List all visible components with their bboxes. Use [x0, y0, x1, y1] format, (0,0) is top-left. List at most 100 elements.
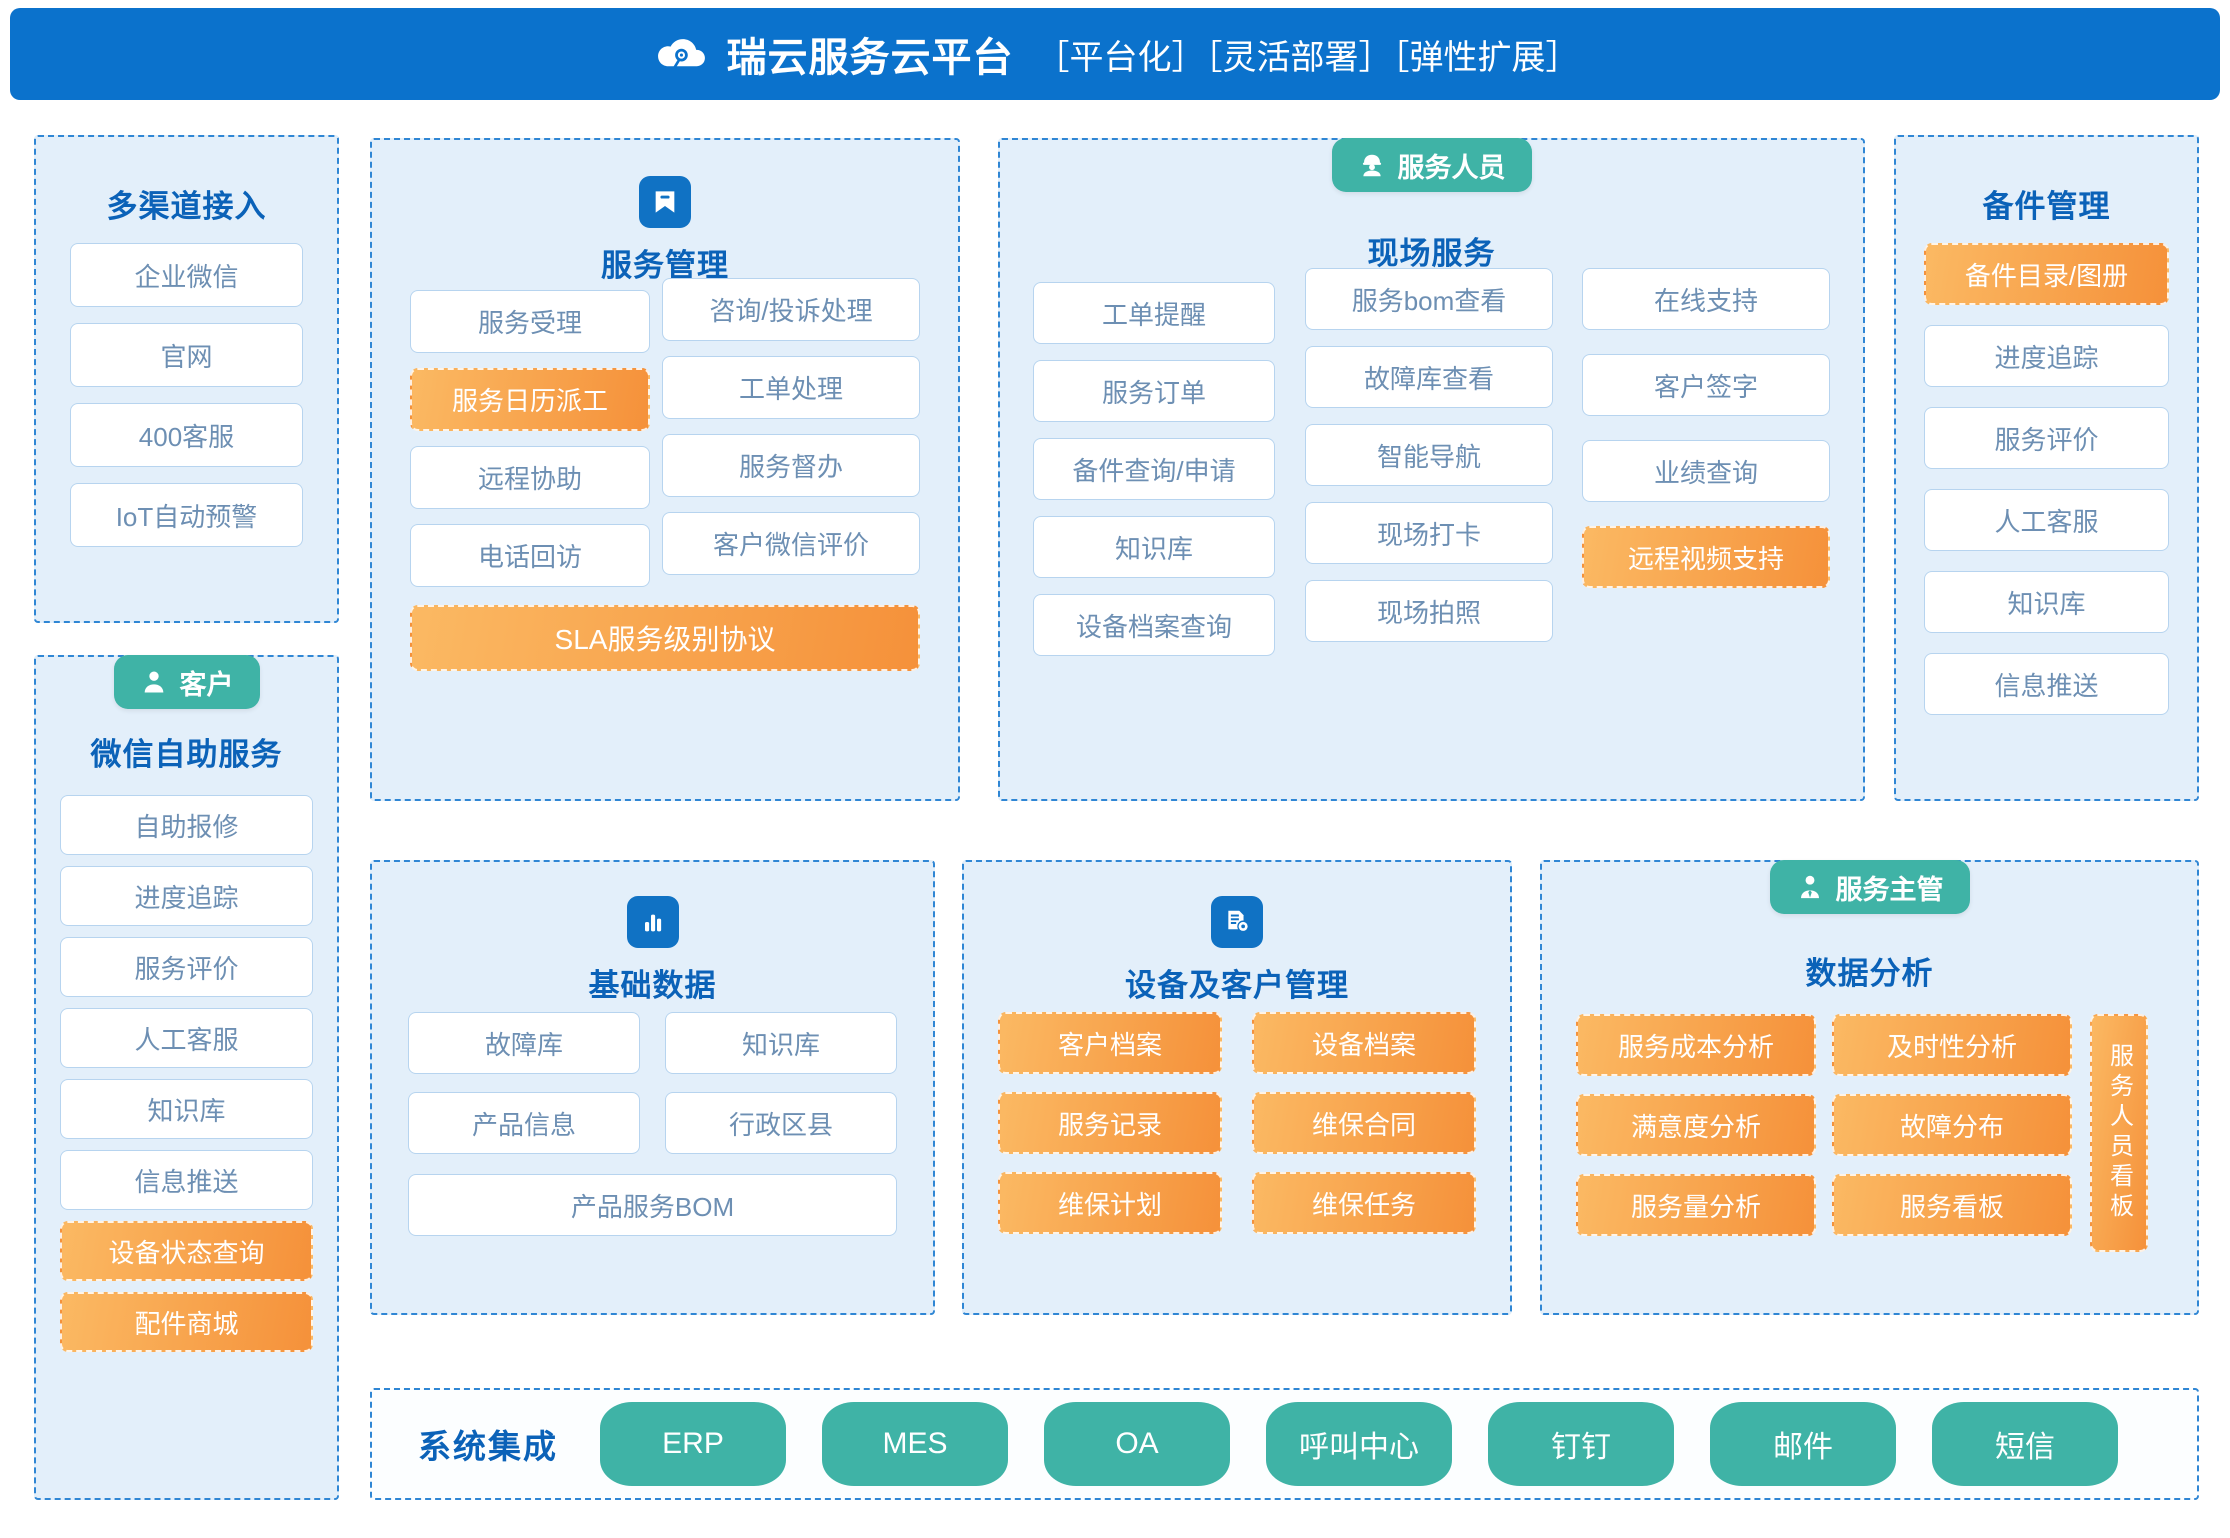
list-item[interactable]: 进度追踪 — [1924, 325, 2169, 387]
page-title-multichannel: 多渠道接入 — [106, 189, 267, 224]
list-item[interactable]: 电话回访 — [410, 524, 650, 587]
role-badge-label: 服务人员 — [1397, 152, 1506, 183]
list-item[interactable]: 客户签字 — [1582, 354, 1830, 416]
panel-service-management: 服务管理 服务受理 服务日历派工 远程协助 电话回访 咨询/投诉处理 工单处理 … — [370, 138, 960, 801]
list-item[interactable]: 官网 — [70, 323, 303, 387]
list-item[interactable]: 自助报修 — [60, 795, 313, 855]
integration-chip-mes[interactable]: MES — [822, 1402, 1008, 1486]
role-badge-service-staff: 服务人员 — [1331, 138, 1532, 192]
worker-helmet-icon — [1358, 151, 1386, 179]
integration-chip-sms[interactable]: 短信 — [1932, 1402, 2118, 1486]
list-item[interactable]: SLA服务级别协议 — [410, 605, 920, 671]
page-title-basic-data: 基础数据 — [588, 968, 717, 1003]
list-item[interactable]: IoT自动预警 — [70, 483, 303, 547]
list-item[interactable]: 知识库 — [60, 1079, 313, 1139]
list-item[interactable]: 维保合同 — [1252, 1092, 1476, 1154]
list-item[interactable]: 远程视频支持 — [1582, 526, 1830, 588]
list-item[interactable]: 服务受理 — [410, 290, 650, 353]
list-item[interactable]: 满意度分析 — [1576, 1094, 1816, 1156]
list-item[interactable]: 企业微信 — [70, 243, 303, 307]
panel-data-analysis: 服务主管 数据分析 服务成本分析 满意度分析 服务量分析 及时性分析 故障分布 … — [1540, 860, 2199, 1315]
list-item[interactable]: 业绩查询 — [1582, 440, 1830, 502]
list-item[interactable]: 备件目录/图册 — [1924, 243, 2169, 305]
list-item[interactable]: 产品服务BOM — [408, 1174, 897, 1236]
list-item[interactable]: 客户微信评价 — [662, 512, 920, 575]
page-title-service-management: 服务管理 — [601, 248, 729, 283]
brand-title: 瑞云服务云平台 — [726, 36, 1014, 80]
app-header: 瑞云服务云平台 ［平台化］［灵活部署］［弹性扩展］ — [10, 8, 2220, 100]
list-item[interactable]: 故障库查看 — [1305, 346, 1553, 408]
role-badge-service-manager: 服务主管 — [1769, 860, 1970, 914]
list-item[interactable]: 进度追踪 — [60, 866, 313, 926]
panel-multichannel-access: 多渠道接入 企业微信 官网 400客服 IoT自动预警 — [34, 135, 339, 623]
list-item[interactable]: 知识库 — [1033, 516, 1275, 578]
list-item[interactable]: 人工客服 — [1924, 489, 2169, 551]
panel-wechat-self-service: 客户 微信自助服务 自助报修 进度追踪 服务评价 人工客服 知识库 信息推送 设… — [34, 655, 339, 1500]
panel-equipment-customer-management: 设备及客户管理 客户档案 服务记录 维保计划 设备档案 维保合同 维保任务 — [962, 860, 1512, 1315]
list-item[interactable]: 工单提醒 — [1033, 282, 1275, 344]
panel-onsite-service: 服务人员 现场服务 工单提醒 服务订单 备件查询/申请 知识库 设备档案查询 服… — [998, 138, 1865, 801]
integration-chip-call-center[interactable]: 呼叫中心 — [1266, 1402, 1452, 1486]
list-item[interactable]: 400客服 — [70, 403, 303, 467]
list-item[interactable]: 服务看板 — [1832, 1174, 2072, 1236]
page-title-onsite-service: 现场服务 — [1367, 236, 1496, 271]
list-item[interactable]: 知识库 — [1924, 571, 2169, 633]
list-item[interactable]: 服务日历派工 — [410, 368, 650, 431]
list-item[interactable]: 在线支持 — [1582, 268, 1830, 330]
list-item[interactable]: 智能导航 — [1305, 424, 1553, 486]
page-title-data-analysis: 数据分析 — [1805, 956, 1934, 991]
list-item[interactable]: 服务量分析 — [1576, 1174, 1816, 1236]
list-item[interactable]: 咨询/投诉处理 — [662, 278, 920, 341]
page-title-wechat-self-service: 微信自助服务 — [90, 737, 283, 772]
list-item[interactable]: 服务评价 — [60, 937, 313, 997]
list-item[interactable]: 服务督办 — [662, 434, 920, 497]
list-item[interactable]: 人工客服 — [60, 1008, 313, 1068]
list-item[interactable]: 信息推送 — [60, 1150, 313, 1210]
bar-chart-icon — [626, 896, 679, 948]
list-item[interactable]: 备件查询/申请 — [1033, 438, 1275, 500]
role-badge-customer: 客户 — [113, 655, 260, 709]
list-item[interactable]: 服务人员看板 — [2090, 1014, 2148, 1252]
list-item[interactable]: 故障库 — [408, 1012, 640, 1074]
person-icon — [140, 668, 168, 696]
integration-chip-email[interactable]: 邮件 — [1710, 1402, 1896, 1486]
list-item[interactable]: 远程协助 — [410, 446, 650, 509]
list-item[interactable]: 服务成本分析 — [1576, 1014, 1816, 1076]
list-item[interactable]: 服务记录 — [998, 1092, 1222, 1154]
list-item[interactable]: 信息推送 — [1924, 653, 2169, 715]
list-item[interactable]: 现场拍照 — [1305, 580, 1553, 642]
document-gear-icon — [1211, 896, 1263, 948]
list-item[interactable]: 故障分布 — [1832, 1094, 2072, 1156]
list-item[interactable]: 设备档案查询 — [1033, 594, 1275, 656]
page-title-equipment-customer: 设备及客户管理 — [1125, 968, 1349, 1003]
bookmark-icon — [639, 176, 691, 228]
list-item[interactable]: 工单处理 — [662, 356, 920, 419]
list-item[interactable]: 服务评价 — [1924, 407, 2169, 469]
list-item[interactable]: 设备档案 — [1252, 1012, 1476, 1074]
list-item[interactable]: 知识库 — [665, 1012, 897, 1074]
integration-chip-dingtalk[interactable]: 钉钉 — [1488, 1402, 1674, 1486]
manager-tie-icon — [1796, 873, 1824, 901]
cloud-service-logo-icon — [651, 25, 709, 83]
list-item[interactable]: 维保计划 — [998, 1172, 1222, 1234]
panel-spare-parts-management: 备件管理 备件目录/图册 进度追踪 服务评价 人工客服 知识库 信息推送 — [1894, 135, 2199, 801]
list-item[interactable]: 产品信息 — [408, 1092, 640, 1154]
list-item[interactable]: 现场打卡 — [1305, 502, 1553, 564]
system-integration-bar: 系统集成 ERP MES OA 呼叫中心 钉钉 邮件 短信 — [370, 1388, 2199, 1500]
integration-chip-oa[interactable]: OA — [1044, 1402, 1230, 1486]
list-item[interactable]: 维保任务 — [1252, 1172, 1476, 1234]
list-item[interactable]: 服务订单 — [1033, 360, 1275, 422]
role-badge-label: 服务主管 — [1835, 874, 1944, 905]
list-item[interactable]: 客户档案 — [998, 1012, 1222, 1074]
list-item[interactable]: 服务bom查看 — [1305, 268, 1553, 330]
integration-chip-erp[interactable]: ERP — [600, 1402, 786, 1486]
list-item[interactable]: 行政区县 — [665, 1092, 897, 1154]
list-item[interactable]: 及时性分析 — [1832, 1014, 2072, 1076]
page-title-spare-parts: 备件管理 — [1982, 189, 2111, 224]
system-integration-label: 系统集成 — [418, 1428, 558, 1465]
list-item[interactable]: 配件商城 — [60, 1292, 313, 1352]
list-item[interactable]: 设备状态查询 — [60, 1221, 313, 1281]
role-badge-label: 客户 — [179, 669, 234, 700]
panel-basic-data: 基础数据 故障库 产品信息 知识库 行政区县 产品服务BOM — [370, 860, 935, 1315]
brand-tagline: ［平台化］［灵活部署］［弹性扩展］ — [1035, 38, 1580, 77]
